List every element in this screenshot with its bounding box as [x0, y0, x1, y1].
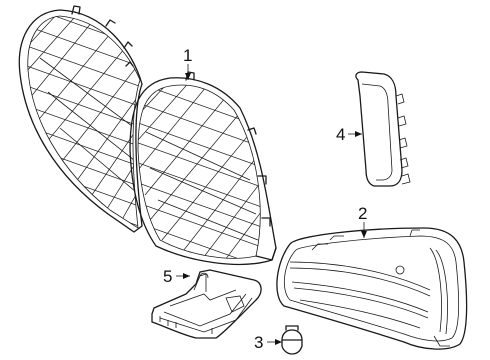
part-3-clip [281, 325, 303, 355]
callout-1: 1 [183, 46, 192, 80]
callout-4: 4 [336, 125, 362, 144]
right-kidney-grille [129, 71, 277, 266]
part-1-kidney-grille [18, 5, 277, 266]
callout-label-1: 1 [183, 46, 192, 65]
callout-2: 2 [358, 204, 367, 238]
callout-5: 5 [163, 267, 190, 286]
callout-3: 3 [254, 333, 282, 352]
part-4-trim-molding [355, 71, 411, 187]
part-2-side-vent-bezel [276, 227, 468, 350]
part-5-bracket [151, 269, 262, 339]
callout-label-5: 5 [163, 267, 172, 286]
callout-label-3: 3 [254, 333, 263, 352]
callout-label-2: 2 [358, 204, 367, 223]
callout-label-4: 4 [336, 125, 345, 144]
left-kidney-grille [18, 5, 143, 233]
